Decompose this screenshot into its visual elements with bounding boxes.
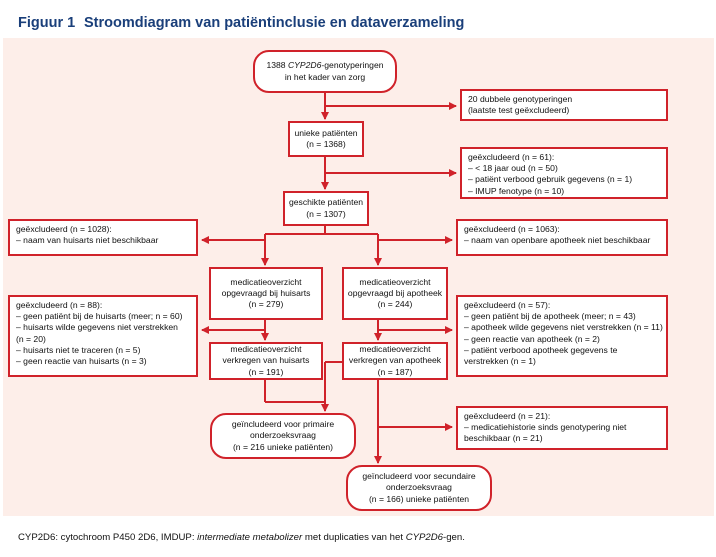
node-eligible-patients: geschikte patiënten (n = 1307) bbox=[283, 191, 369, 226]
node-excluded-21: geëxcludeerd (n = 21): – medicatiehistor… bbox=[456, 406, 668, 450]
node-excluded-1063: geëxcludeerd (n = 1063): – naam van open… bbox=[456, 219, 668, 256]
node-request-pharmacy: medicatieoverzicht opgevraagd bij apothe… bbox=[342, 267, 448, 320]
title-bar: Figuur 1 Stroomdiagram van patiëntinclus… bbox=[0, 0, 716, 38]
node-secondary-included: geïncludeerd voor secundaire onderzoeksv… bbox=[346, 465, 492, 511]
figure-label: Figuur 1 bbox=[18, 15, 76, 31]
node-excluded-1028: geëxcludeerd (n = 1028): – naam van huis… bbox=[8, 219, 198, 256]
node-excluded-88: geëxcludeerd (n = 88): – geen patiënt bi… bbox=[8, 295, 198, 377]
node-excluded-57: geëxcludeerd (n = 57): – geen patiënt bi… bbox=[456, 295, 668, 377]
node-received-gp: medicatieoverzicht verkregen van huisart… bbox=[209, 342, 323, 380]
node-excluded-61: geëxcludeerd (n = 61): – < 18 jaar oud (… bbox=[460, 147, 668, 199]
node-received-pharmacy: medicatieoverzicht verkregen van apothee… bbox=[342, 342, 448, 380]
node-request-gp: medicatieoverzicht opgevraagd bij huisar… bbox=[209, 267, 323, 320]
figure-title: Stroomdiagram van patiëntinclusie en dat… bbox=[84, 15, 465, 31]
node-unique-patients: unieke patiënten (n = 1368) bbox=[288, 121, 364, 157]
footnote: CYP2D6: cytochroom P450 2D6, IMDUP: inte… bbox=[18, 532, 465, 543]
node-start: 1388 CYP2D6-genotyperingen in het kader … bbox=[253, 50, 397, 93]
node-primary-included: geïncludeerd voor primaire onderzoeksvra… bbox=[210, 413, 356, 459]
node-duplicates: 20 dubbele genotyperingen (laatste test … bbox=[460, 89, 668, 121]
